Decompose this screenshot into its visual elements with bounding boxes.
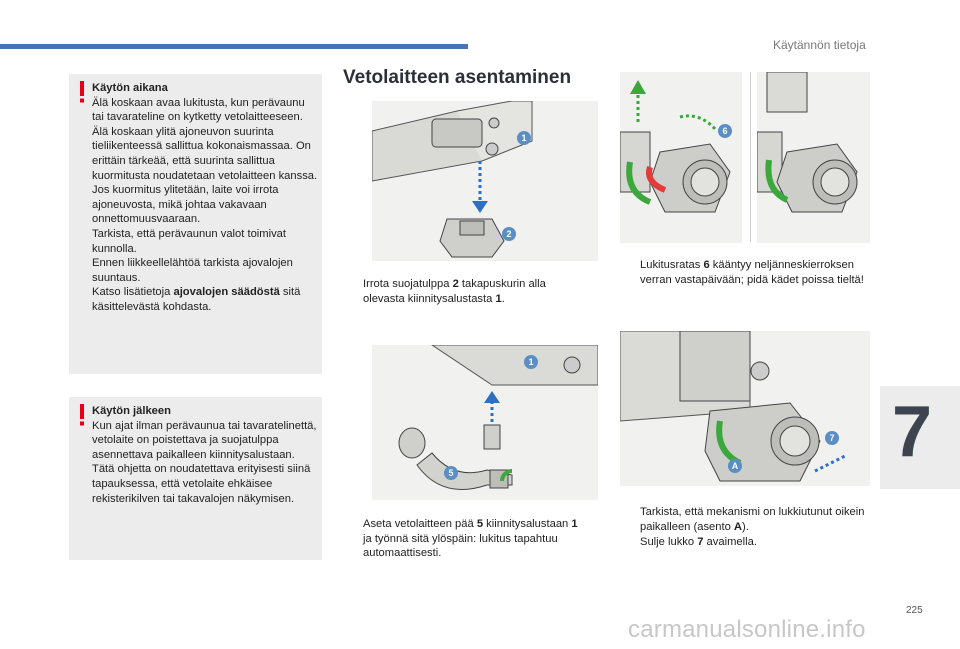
instruction-step: Lukitusratas 6 kääntyy neljänneskierroks…	[640, 259, 864, 286]
chapter-tab	[880, 386, 960, 489]
callout-label: 1	[524, 355, 538, 369]
callout-label: 5	[444, 466, 458, 480]
warning-box-after-use: Käytön jälkeen Kun ajat ilman perävaunua…	[69, 397, 322, 560]
warning-heading: Käytön jälkeen	[92, 405, 171, 417]
warning-paragraph: Älä koskaan avaa lukitusta, kun perävaun…	[92, 96, 305, 124]
instruction-step: Irrota suojatulppa 2 takapuskurin alla o…	[363, 278, 546, 305]
instruction-step: Aseta vetolaitteen pää 5 kiinnitysalusta…	[363, 518, 578, 560]
warning-paragraph: Älä koskaan ylitä ajoneuvon suurinta tie…	[92, 125, 318, 226]
figure-remove-cap: 1 2	[372, 101, 598, 261]
warning-heading: Käytön aikana	[92, 82, 168, 94]
callout-label: 6	[718, 124, 732, 138]
callout-label: 1	[517, 131, 531, 145]
header-accent-bar	[0, 44, 468, 49]
warning-paragraph: Ennen liikkeellelähtöä tarkista ajovaloj…	[92, 257, 293, 284]
figure-lock-check: 7 A	[620, 331, 870, 486]
instruction-step: Tarkista, että mekanismi on lukkiutunut …	[640, 506, 865, 533]
figure-lock-wheel-turn: 6	[620, 72, 742, 243]
warning-box-during-use: Käytön aikana Älä koskaan avaa lukitusta…	[69, 74, 322, 374]
header-title: Käytännön tietoja	[773, 38, 866, 52]
section-title: Vetolaitteen asentaminen	[343, 67, 572, 88]
figure-lock-wheel-released	[757, 72, 870, 243]
callout-label: A	[728, 459, 742, 473]
warning-icon	[80, 81, 84, 103]
watermark: carmanualsonline.info	[628, 616, 866, 643]
callout-label: 7	[825, 431, 839, 445]
warning-reference: Katso lisätietoja ajovalojen säädöstä si…	[92, 286, 301, 313]
figure-insert-towbar: 1 5	[372, 345, 598, 500]
warning-icon	[80, 404, 84, 426]
figure-divider	[750, 72, 751, 242]
warning-paragraph: Tarkista, että perävaunun valot toimivat…	[92, 227, 287, 255]
chapter-number: 7	[892, 392, 933, 472]
instruction-step: Sulje lukko 7 avaimella.	[640, 536, 757, 548]
callout-label: 2	[502, 227, 516, 241]
warning-paragraph: Kun ajat ilman perävaunua tai tavarateli…	[92, 419, 317, 505]
page-number: 225	[906, 605, 923, 616]
